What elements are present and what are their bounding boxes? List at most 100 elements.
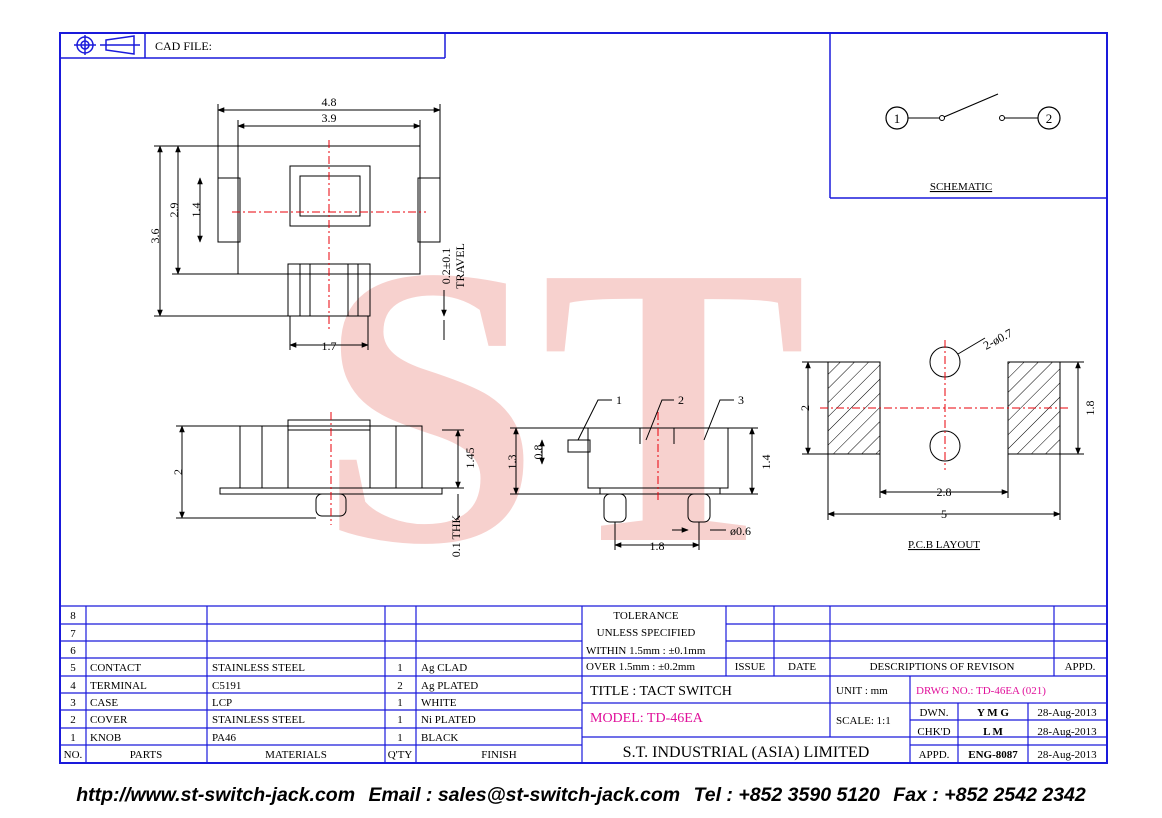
- dim-side-height: 2: [171, 469, 185, 475]
- chkd-label: CHK'D: [917, 726, 950, 738]
- sheet-frame: [59, 32, 1108, 764]
- dim-width-outer: 4.8: [322, 95, 337, 109]
- dim-travel: 0.2±0.1: [439, 248, 453, 285]
- bom-cell-qty: 2: [397, 680, 403, 692]
- drawing-title: TITLE : TACT SWITCH: [590, 684, 732, 699]
- dim-hole: 2-ø0.7: [981, 326, 1015, 353]
- bom-header-finish: FINISH: [481, 749, 517, 761]
- dim-height-total: 3.6: [148, 229, 162, 244]
- appd-header: APPD.: [1065, 661, 1096, 673]
- dim-front-pitch: 1.8: [650, 539, 665, 553]
- appd-label: APPD.: [919, 749, 950, 761]
- bom-cell-material: STAINLESS STEEL: [212, 714, 305, 726]
- top-view: [154, 104, 447, 350]
- tolerance-within: WITHIN 1.5mm : ±0.1mm: [586, 645, 706, 657]
- dim-pin-diameter: ø0.6: [730, 524, 751, 538]
- travel-label: TRAVEL: [453, 243, 467, 289]
- callout-2: 2: [678, 393, 684, 407]
- bom-cell-part: CASE: [90, 697, 118, 709]
- pcb-layout-label: P.C.B LAYOUT: [908, 539, 980, 551]
- dim-front-13: 1.3: [505, 455, 519, 470]
- front-view: [510, 399, 758, 550]
- bom-cell-qty: 1: [397, 697, 403, 709]
- cad-file-label: CAD FILE:: [155, 39, 212, 53]
- side-view: [176, 412, 464, 525]
- bom-cell-finish: Ni PLATED: [421, 714, 476, 726]
- dim-front-14: 1.4: [759, 455, 773, 470]
- tolerance-over: OVER 1.5mm : ±0.2mm: [586, 661, 695, 673]
- bom-cell-material: STAINLESS STEEL: [212, 662, 305, 674]
- dim-height-body: 2.9: [167, 203, 181, 218]
- issue-header: ISSUE: [735, 661, 766, 673]
- descriptions-header: DESCRIPTIONS OF REVISON: [870, 661, 1015, 673]
- bom-cell-no: 4: [70, 680, 76, 692]
- bom-cell-material: LCP: [212, 697, 232, 709]
- callout-3: 3: [738, 393, 744, 407]
- bom-cell-finish: BLACK: [421, 732, 458, 744]
- email-link[interactable]: Email : sales@st-switch-jack.com: [368, 784, 681, 806]
- bom-rows: 8 7 6 5 CONTACT STAINLESS STEEL 1 Ag CLAD 4 TERMI…: [64, 610, 517, 761]
- dwn-date: 28-Aug-2013: [1037, 707, 1097, 719]
- drawing-number: DRWG NO.: TD-46EA (021): [916, 685, 1046, 697]
- bom-header-no: NO.: [64, 749, 83, 761]
- dim-pcb-inner: 2.8: [937, 485, 952, 499]
- schematic-pin-2: 2: [1046, 111, 1053, 126]
- schematic-panel: 1 2 SCHEMATIC: [829, 33, 1107, 199]
- chkd-date: 28-Aug-2013: [1037, 726, 1097, 738]
- date-header: DATE: [788, 661, 816, 673]
- dim-pcb-outer: 5: [941, 507, 947, 521]
- company-name: S.T. INDUSTRIAL (ASIA) LIMITED: [623, 744, 870, 761]
- dim-width-inner: 3.9: [322, 111, 337, 125]
- projection-symbol-icon: [74, 35, 140, 55]
- appd-name: ENG-8087: [968, 749, 1018, 761]
- bom-cell-part: TERMINAL: [90, 680, 147, 692]
- bom-cell-no: 2: [70, 714, 76, 726]
- telephone: Tel : +852 3590 5120: [693, 784, 880, 806]
- bom-header-material: MATERIALS: [265, 749, 327, 761]
- pcb-layout: [802, 337, 1084, 520]
- title-block: TOLERANCE UNLESS SPECIFIED WITHIN 1.5mm …: [582, 605, 1107, 763]
- cad-header: CAD FILE:: [60, 33, 446, 59]
- dim-height-center: 1.4: [189, 203, 203, 218]
- tolerance-2: UNLESS SPECIFIED: [597, 627, 696, 639]
- dim-pad-height-right: 1.8: [1083, 401, 1097, 416]
- front-view-labels: 1 2 3 1.3 0.8 1.4 1.8 ø0.6: [505, 393, 773, 553]
- bom-cell-no: 3: [70, 697, 76, 709]
- bom-cell-qty: 1: [397, 714, 403, 726]
- bom-cell-no: 7: [70, 628, 76, 640]
- bom-cell-no: 1: [70, 732, 76, 744]
- bom-cell-finish: WHITE: [421, 697, 457, 709]
- dim-front-08: 0.8: [531, 445, 545, 460]
- dim-side-body: 1.45: [463, 448, 477, 469]
- bom-cell-part: KNOB: [90, 732, 121, 744]
- unit: UNIT : mm: [836, 685, 888, 697]
- bom-cell-no: 6: [70, 645, 76, 657]
- bom-table: [60, 605, 583, 763]
- callout-1: 1: [616, 393, 622, 407]
- bom-header-part: PARTS: [130, 749, 163, 761]
- bom-header-qty: Q'TY: [388, 749, 413, 761]
- bom-cell-material: PA46: [212, 732, 237, 744]
- side-view-labels: 2 1.45 0.1 THK: [171, 448, 477, 558]
- contact-footer: http://www.st-switch-jack.com Email : sa…: [0, 778, 1162, 812]
- bom-cell-part: CONTACT: [90, 662, 141, 674]
- bom-cell-material: C5191: [212, 680, 241, 692]
- st-watermark: ST: [318, 184, 807, 627]
- bom-cell-qty: 1: [397, 662, 403, 674]
- dwn-name: Y M G: [977, 707, 1009, 719]
- dim-thk: 0.1 THK: [449, 514, 463, 557]
- watermark-text: ST: [318, 184, 807, 627]
- website-link[interactable]: http://www.st-switch-jack.com: [76, 784, 356, 806]
- schematic-pin-1: 1: [894, 111, 901, 126]
- model: MODEL: TD-46EA: [590, 711, 704, 726]
- schematic-label: SCHEMATIC: [930, 181, 992, 193]
- bom-cell-part: COVER: [90, 714, 128, 726]
- dim-knob-width: 1.7: [322, 339, 337, 353]
- bom-cell-qty: 1: [397, 732, 403, 744]
- bom-cell-no: 8: [70, 610, 76, 622]
- chkd-name: L M: [983, 726, 1003, 738]
- bom-cell-no: 5: [70, 662, 76, 674]
- bom-cell-finish: Ag CLAD: [421, 662, 467, 674]
- appd-date: 28-Aug-2013: [1037, 749, 1097, 761]
